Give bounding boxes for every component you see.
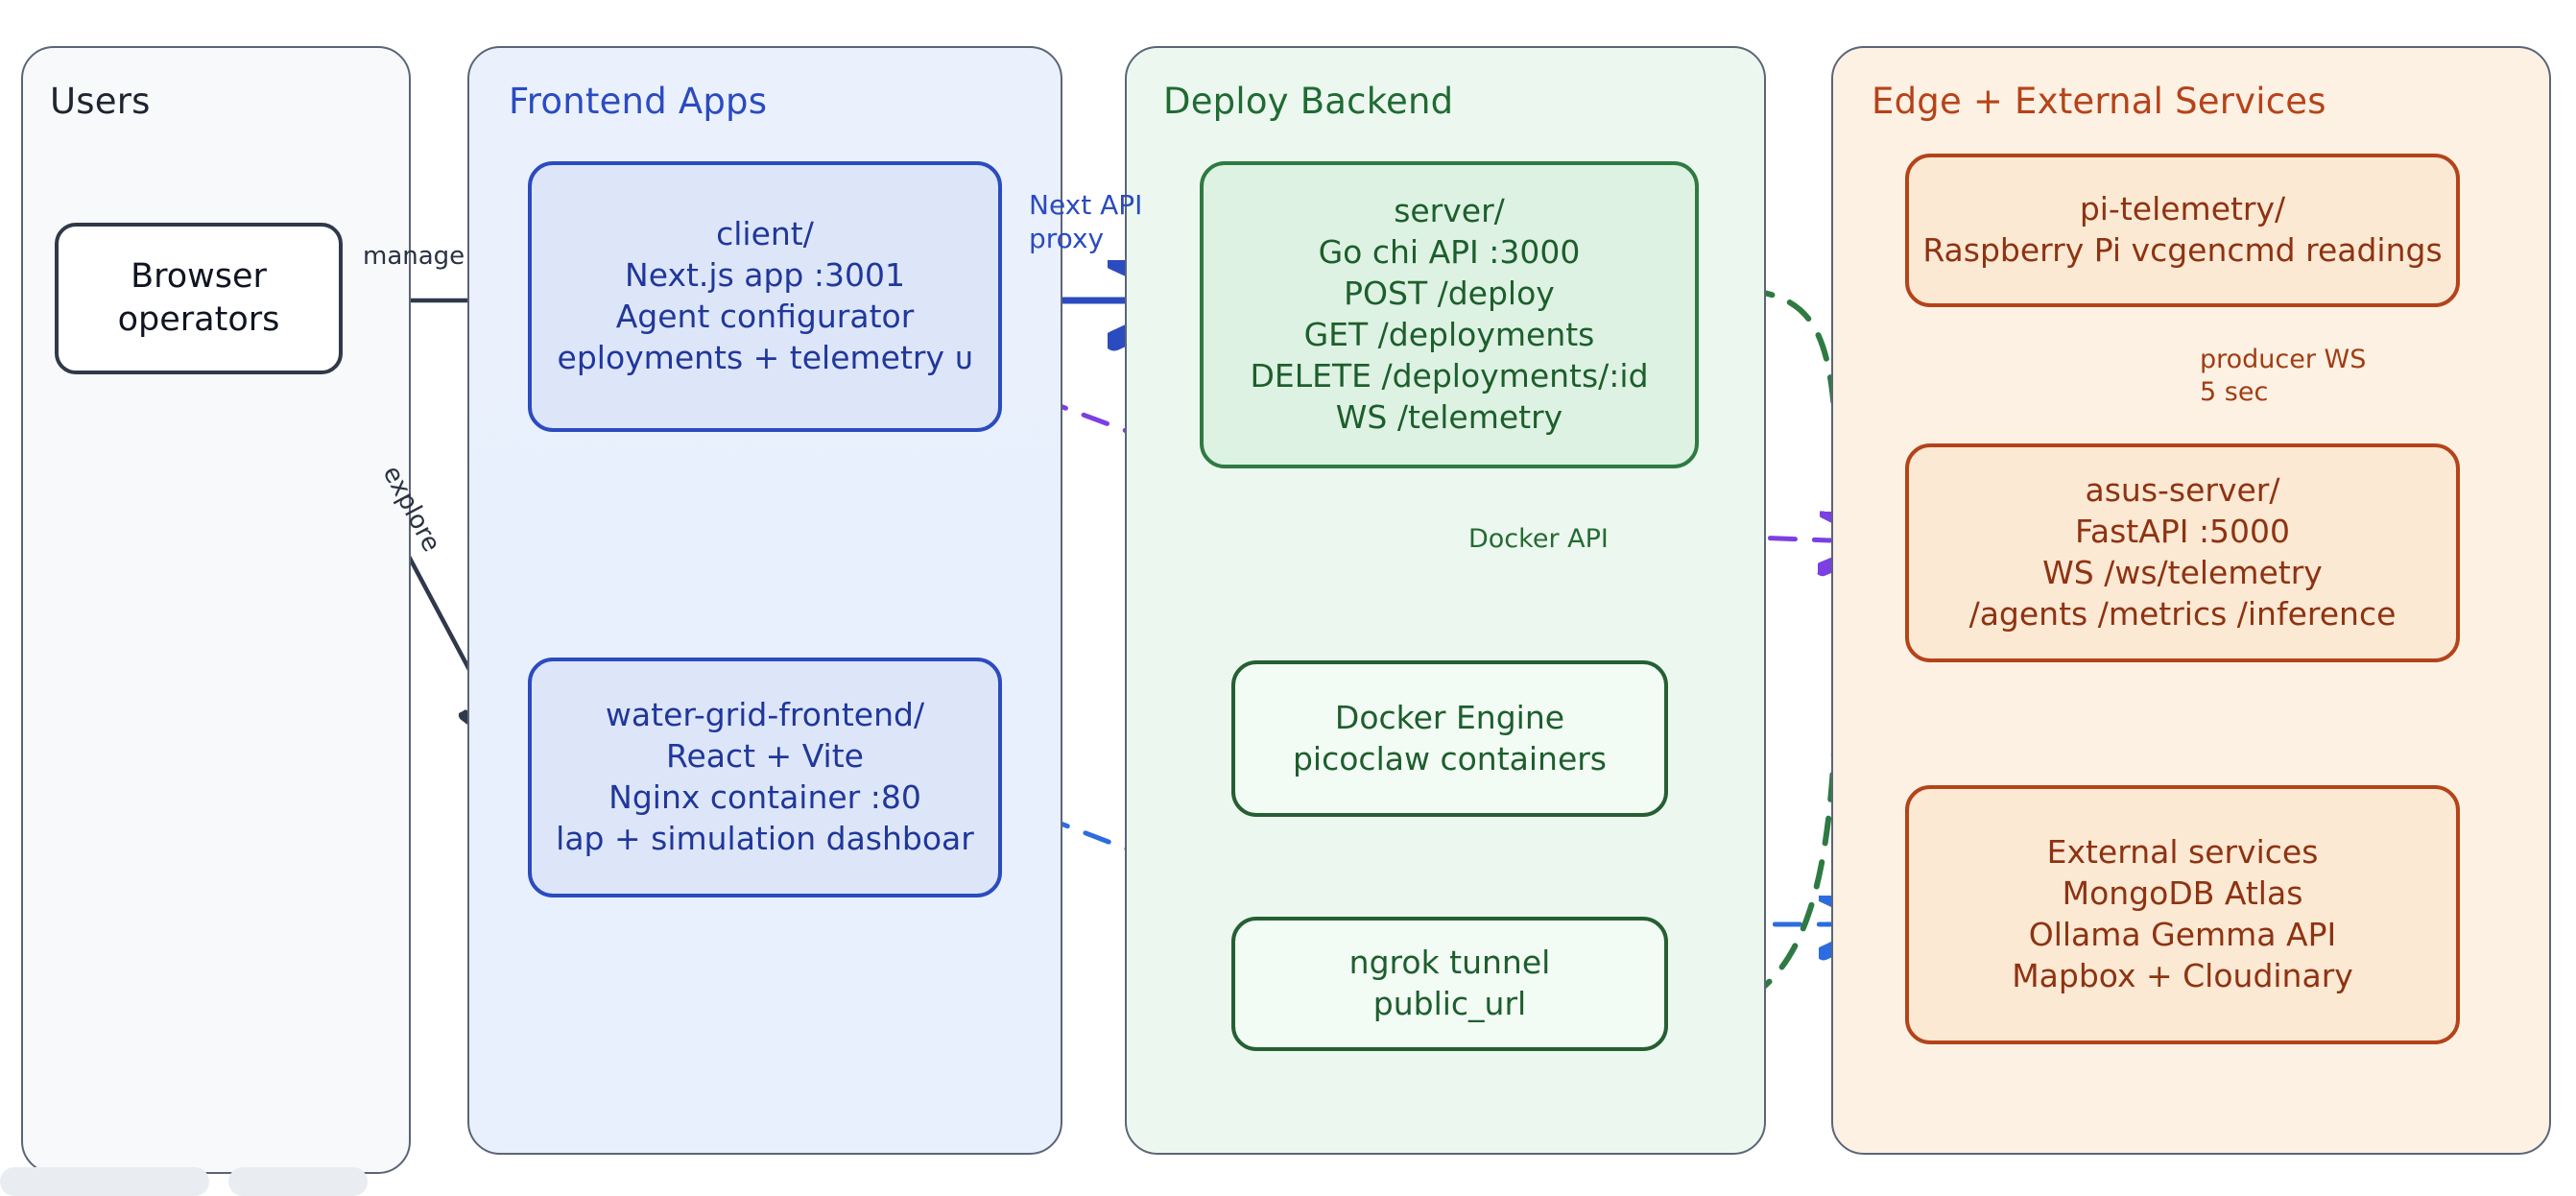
node-water-grid-frontend[interactable]: water-grid-frontend/ React + Vite Nginx … [528, 658, 1002, 897]
node-docker-engine[interactable]: Docker Engine picoclaw containers [1231, 660, 1668, 817]
node-client-nextjs[interactable]: client/ Next.js app :3001 Agent configur… [528, 161, 1002, 432]
group-title-edge-external-services: Edge + External Services [1872, 81, 2326, 122]
node-server-go-chi-api-text: server/ Go chi API :3000 POST /deploy GE… [1250, 192, 1649, 436]
bottom-panel-right[interactable] [228, 1167, 368, 1196]
group-users [21, 46, 411, 1174]
node-server-go-chi-api[interactable]: server/ Go chi API :3000 POST /deploy GE… [1200, 161, 1699, 468]
node-client-nextjs-text: client/ Next.js app :3001 Agent configur… [557, 215, 973, 376]
node-asus-server-fastapi[interactable]: asus-server/ FastAPI :5000 WS /ws/teleme… [1905, 443, 2460, 662]
node-pi-telemetry-text: pi-telemetry/ Raspberry Pi vcgencmd read… [1922, 190, 2443, 269]
edge-label-docker-api: Docker API [1468, 524, 1609, 554]
edge-label-producer-ws: producer WS 5 sec [2200, 345, 2367, 407]
node-browser-operators-text: Browser operators [117, 256, 280, 340]
edge-server-loop-ngrok [1675, 285, 1842, 1008]
group-title-frontend-apps: Frontend Apps [509, 81, 768, 122]
node-asus-server-fastapi-text: asus-server/ FastAPI :5000 WS /ws/teleme… [1968, 471, 2397, 633]
node-browser-operators[interactable]: Browser operators [55, 223, 343, 374]
edge-label-manage: manage [363, 242, 465, 271]
bottom-panel-left[interactable] [0, 1167, 209, 1196]
node-docker-engine-text: Docker Engine picoclaw containers [1292, 698, 1608, 777]
node-ngrok-tunnel-text: ngrok tunnel public_url [1348, 944, 1551, 1022]
group-title-deploy-backend: Deploy Backend [1163, 81, 1454, 122]
node-external-services-text: External services MongoDB Atlas Ollama G… [2012, 833, 2353, 994]
node-external-services[interactable]: External services MongoDB Atlas Ollama G… [1905, 785, 2460, 1044]
edge-label-next-api-proxy: Next API proxy [1029, 189, 1143, 254]
node-pi-telemetry[interactable]: pi-telemetry/ Raspberry Pi vcgencmd read… [1905, 154, 2460, 307]
node-water-grid-frontend-text: water-grid-frontend/ React + Vite Nginx … [556, 696, 974, 857]
group-title-users: Users [50, 81, 151, 122]
node-ngrok-tunnel[interactable]: ngrok tunnel public_url [1231, 917, 1668, 1051]
